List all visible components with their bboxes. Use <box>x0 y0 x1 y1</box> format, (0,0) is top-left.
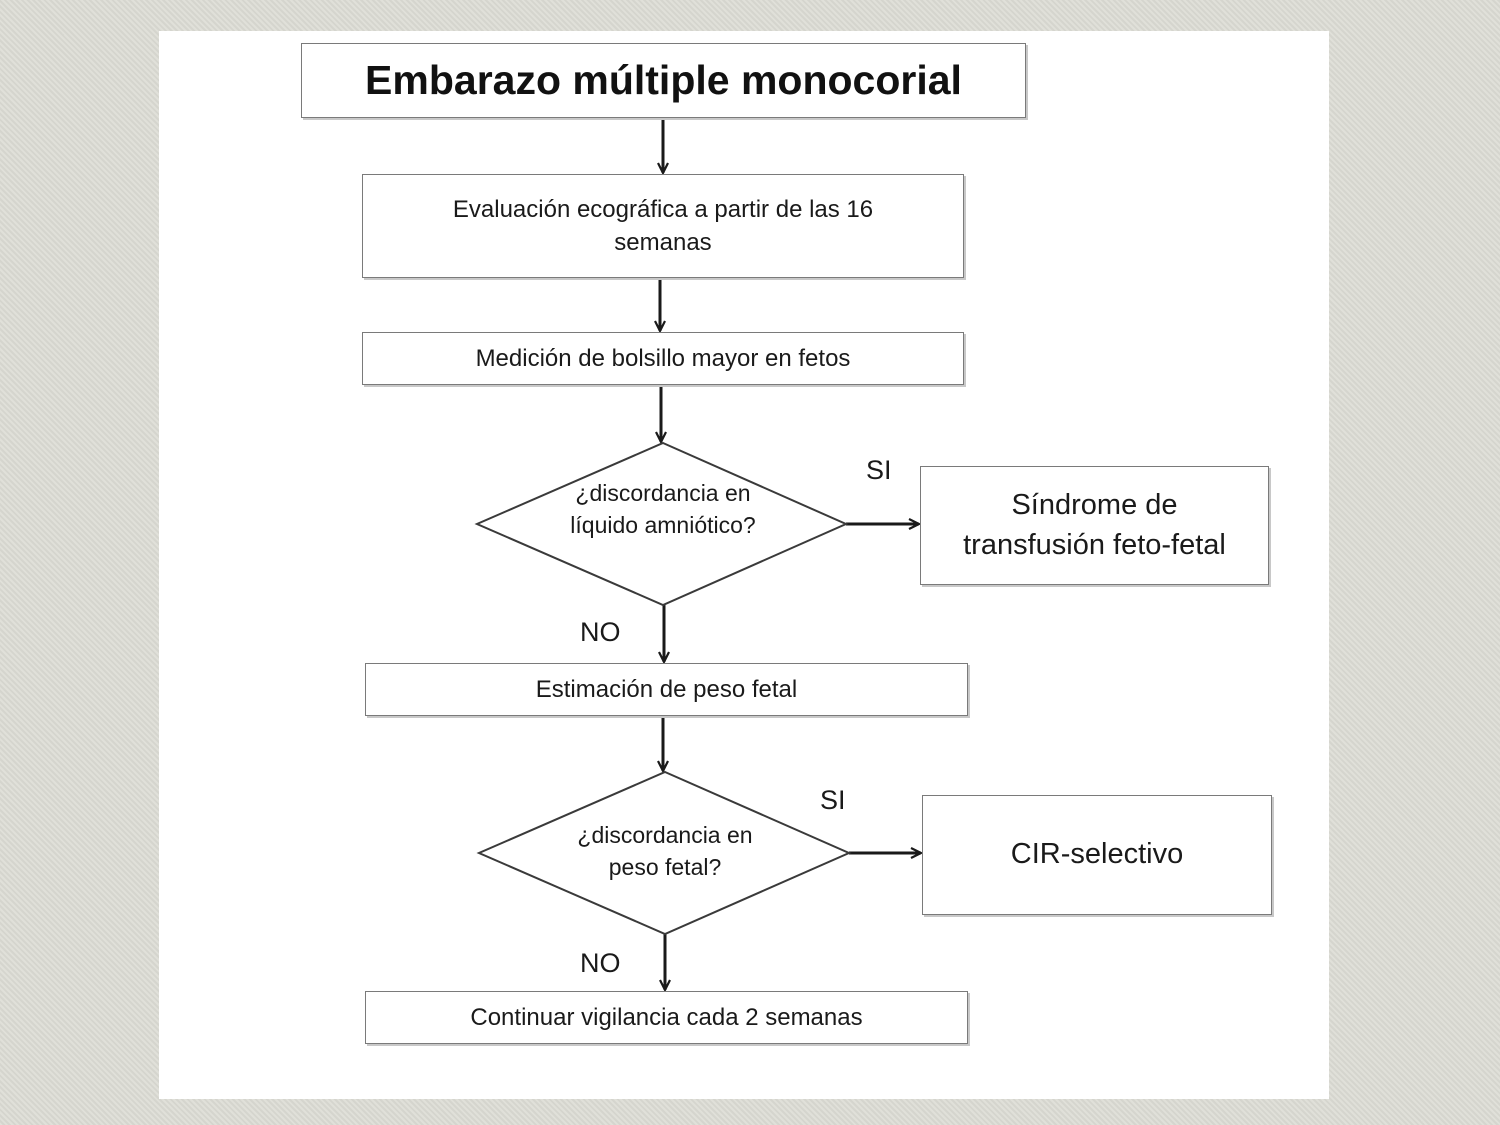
decision-liquido-text: ¿discordancia en líquido amniótico? <box>570 480 756 539</box>
outcome-sindrome-text: Síndrome de transfusión feto-fetal <box>963 489 1226 561</box>
decision-diamond-peso <box>476 770 852 936</box>
step-eval-box: Evaluación ecográfica a partir de las 16… <box>362 174 964 278</box>
branch-no-label-2: NO <box>580 948 621 978</box>
step-eval-text: Evaluación ecográfica a partir de las 16… <box>452 195 874 256</box>
step-estimacion-box: Estimación de peso fetal <box>365 663 968 716</box>
branch-no-label-1: NO <box>580 617 621 647</box>
decision-peso-text: ¿discordancia en peso fetal? <box>577 822 753 881</box>
step-continuar-box: Continuar vigilancia cada 2 semanas <box>365 991 968 1044</box>
branch-si-label-2: SI <box>820 785 846 815</box>
outcome-cir-box: CIR-selectivo <box>922 795 1272 915</box>
outcome-sindrome-box: Síndrome de transfusión feto-fetal <box>920 466 1269 585</box>
step-medicion-box: Medición de bolsillo mayor en fetos <box>362 332 964 385</box>
branch-si-label-1: SI <box>866 455 892 485</box>
title-box: Embarazo múltiple monocorial <box>301 43 1026 118</box>
decision-diamond-liquido <box>474 441 849 607</box>
